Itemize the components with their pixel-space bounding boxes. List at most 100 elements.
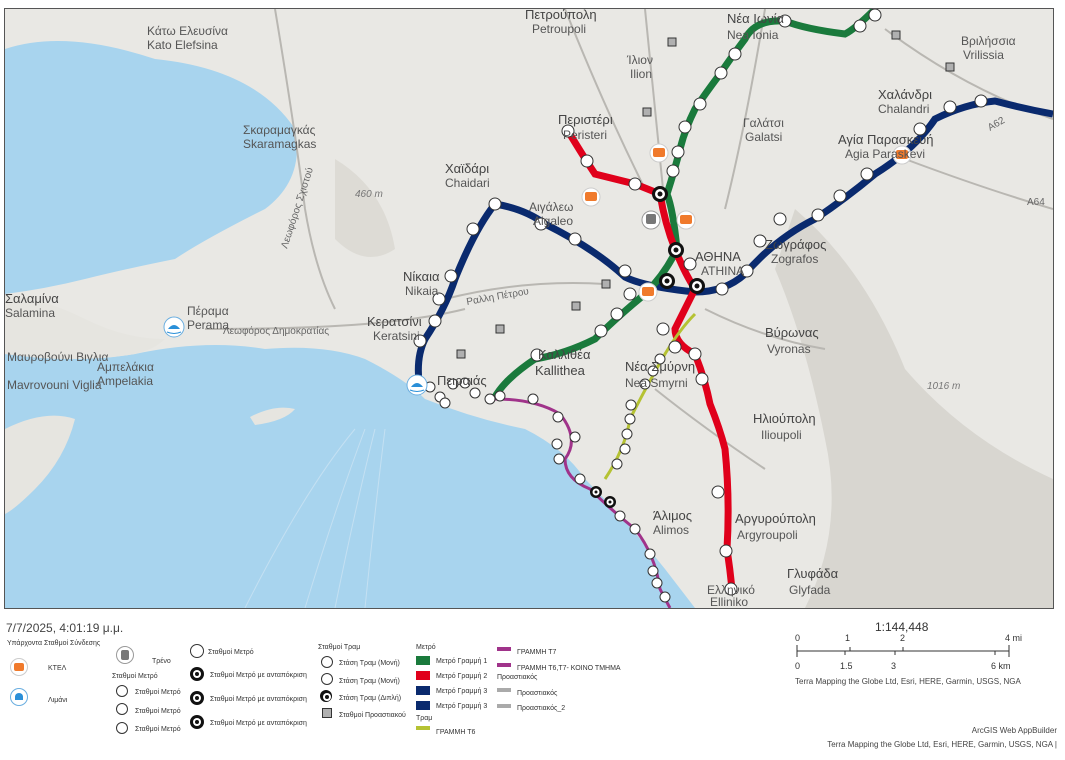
suburban-station[interactable] [642,107,652,117]
map-view[interactable]: Πετρούπολη Petroupoli Κάτω Ελευσίνα Kato… [4,8,1054,609]
station[interactable] [580,154,594,168]
station[interactable] [678,120,692,134]
tram-stop[interactable] [569,431,581,443]
port-icon[interactable] [406,374,428,396]
station[interactable] [628,177,642,191]
transfer-station-attiki[interactable] [652,186,668,202]
station[interactable] [728,47,742,61]
tram-stop[interactable] [447,378,459,390]
station[interactable] [853,19,867,33]
tram-stop[interactable] [551,438,563,450]
station[interactable] [740,264,754,278]
station[interactable] [488,197,502,211]
scale-km-2: 3 [891,661,897,671]
station[interactable] [656,322,670,336]
station[interactable] [432,292,446,306]
suburban-station[interactable] [495,324,505,334]
station[interactable] [778,14,792,28]
station[interactable] [913,122,927,136]
tram-stop[interactable] [553,453,565,465]
ktel-icon[interactable] [638,282,658,302]
suburban-station[interactable] [456,349,466,359]
station[interactable] [530,348,544,362]
station[interactable] [860,167,874,181]
tram-stop[interactable] [654,353,666,365]
tram-stop[interactable] [647,365,659,377]
ktel-icon[interactable] [649,143,669,163]
tram-stop[interactable] [459,377,471,389]
tram-stop[interactable] [552,411,564,423]
tram-stop[interactable] [614,510,626,522]
station[interactable] [428,314,442,328]
station[interactable] [568,232,582,246]
tram-stop[interactable] [639,378,651,390]
tram-stop[interactable] [611,458,623,470]
station[interactable] [610,307,624,321]
train-icon[interactable] [641,210,661,230]
transfer-station-monastiraki[interactable] [659,273,675,289]
tram-double-stop[interactable] [590,486,602,498]
station[interactable] [753,234,767,248]
station[interactable] [695,372,709,386]
station[interactable] [811,208,825,222]
station[interactable] [714,66,728,80]
suburban-station[interactable] [945,62,955,72]
station[interactable] [868,9,882,22]
ktel-icon[interactable] [676,210,696,230]
tram-stop[interactable] [647,565,659,577]
station[interactable] [666,164,680,178]
tram-stop[interactable] [659,591,671,603]
station[interactable] [668,340,682,354]
station[interactable] [715,282,729,296]
port-icon[interactable] [163,316,185,338]
station[interactable] [623,287,637,301]
tram-stop[interactable] [629,523,641,535]
station[interactable] [711,485,725,499]
tram-stop[interactable] [469,387,481,399]
station[interactable] [618,264,632,278]
station[interactable] [724,582,738,596]
place-label-lat: Elliniko [710,595,748,608]
transfer-station-syntagma[interactable] [689,278,705,294]
station[interactable] [561,124,575,138]
suburban-station[interactable] [667,37,677,47]
station[interactable] [719,544,733,558]
station[interactable] [974,94,988,108]
station[interactable] [943,100,957,114]
tram-stop[interactable] [651,577,663,589]
tram-stop[interactable] [494,390,506,402]
metro-station-symbol [190,644,204,658]
station[interactable] [413,334,427,348]
legend-metro-transfer-label: Σταθμοί Μετρό με ανταπόκριση [210,720,307,727]
roads [204,9,1053,470]
tram-stop[interactable] [621,428,633,440]
station[interactable] [534,217,548,231]
tram-stop[interactable] [574,473,586,485]
station[interactable] [671,145,685,159]
transfer-station-omonia[interactable] [668,242,684,258]
tram-stop[interactable] [527,393,539,405]
station[interactable] [594,324,608,338]
place-label-gr: Πειραιάς [437,373,487,388]
ktel-icon[interactable] [892,145,912,165]
station[interactable] [466,222,480,236]
tram-double-stop[interactable] [604,496,616,508]
suburban-station[interactable] [571,301,581,311]
tram-stop[interactable] [644,548,656,560]
station[interactable] [693,97,707,111]
place-label-lat: Zografos [771,252,818,266]
scale-graphic [796,645,1010,657]
tram-stop[interactable] [484,393,496,405]
ktel-icon[interactable] [581,187,601,207]
suburban-station[interactable] [891,30,901,40]
station[interactable] [833,189,847,203]
tram-stop[interactable] [625,399,637,411]
station[interactable] [444,269,458,283]
tram-stop[interactable] [624,413,636,425]
station[interactable] [688,347,702,361]
station[interactable] [683,257,697,271]
station[interactable] [773,212,787,226]
suburban-station[interactable] [601,279,611,289]
tram-stop[interactable] [439,397,451,409]
tram-stop[interactable] [619,443,631,455]
